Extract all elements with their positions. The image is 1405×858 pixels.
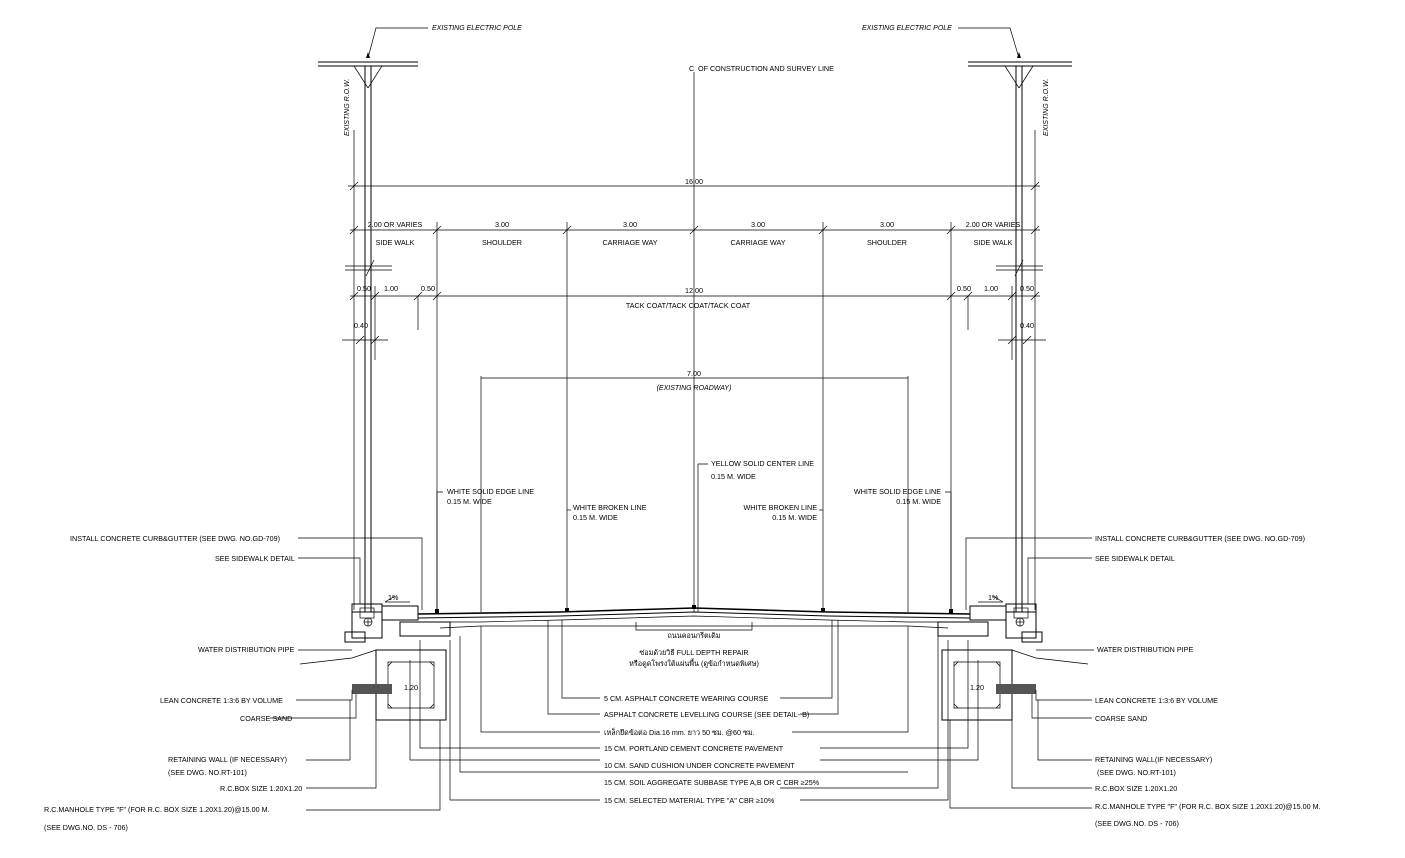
dim-total: 16.00 <box>685 177 703 186</box>
right-coarse-sand-label: COARSE SAND <box>1095 714 1147 723</box>
right-sidewalk-detail-label: SEE SIDEWALK DETAIL <box>1095 554 1175 563</box>
left-box-culvert: 1.20 <box>352 649 447 721</box>
dim-lane-4: 3.00 <box>880 220 894 229</box>
right-rc-box-label: R.C.BOX SIZE 1.20X1.20 <box>1095 784 1177 793</box>
left-lean-concrete-label: LEAN CONCRETE 1:3:6 BY VOLUME <box>160 696 283 705</box>
layer-wearing-course: 5 CM. ASPHALT CONCRETE WEARING COURSE <box>604 694 768 703</box>
sub-right-3: 0.50 <box>1020 284 1034 293</box>
offset-right: 0.40 <box>1020 321 1034 330</box>
box-size-right: 1.20 <box>970 683 984 692</box>
right-box-culvert: 1.20 <box>941 649 1036 721</box>
existing-dim-value: 7.00 <box>687 369 701 378</box>
left-sidewalk-structure: 1% <box>344 593 451 643</box>
right-curb-label: INSTALL CONCRETE CURB&GUTTER (SEE DWG. N… <box>1095 534 1305 543</box>
left-manhole-label: R.C.MANHOLE TYPE "F" (FOR R.C. BOX SIZE … <box>44 805 270 814</box>
marking-broken-right-2: 0.15 M. WIDE <box>772 513 817 522</box>
marking-center-2: 0.15 M. WIDE <box>711 472 756 481</box>
marking-edge-left-1: WHITE SOLID EDGE LINE <box>447 487 534 496</box>
dim-lane-3: 3.00 <box>751 220 765 229</box>
sub-right-2: 1.00 <box>984 284 998 293</box>
dim-paved: 12.00 <box>685 286 703 295</box>
sub-right-1: 0.50 <box>957 284 971 293</box>
layer-selected-material: 15 CM. SELECTED MATERIAL TYPE "A" CBR ≥1… <box>604 796 775 805</box>
layer-sand-cushion: 10 CM. SAND CUSHION UNDER CONCRETE PAVEM… <box>604 761 795 770</box>
repair-note-1: ซ่อมด้วยวิธี FULL DEPTH REPAIR <box>639 648 748 657</box>
lane-name-3: CARRIAGE WAY <box>730 238 785 247</box>
electric-pole-right <box>958 27 1072 612</box>
marking-edge-left-2: 0.15 M. WIDE <box>447 497 492 506</box>
left-sidewalk-detail-label: SEE SIDEWALK DETAIL <box>215 554 295 563</box>
break-mark-right <box>996 259 1043 277</box>
left-manhole-ref: (SEE DWG.NO. DS - 706) <box>44 823 128 832</box>
existing-roadway-label: (EXISTING ROADWAY) <box>657 385 732 392</box>
slope-left: 1% <box>388 593 399 602</box>
lane-name-2: CARRIAGE WAY <box>602 238 657 247</box>
dim-sidewalk-left: 2.00 OR VARIES <box>368 220 423 229</box>
layer-steps <box>409 620 979 801</box>
right-water-pipe-label: WATER DISTRIBUTION PIPE <box>1097 645 1193 654</box>
dim-sidewalk-right: 2.00 OR VARIES <box>966 220 1021 229</box>
layer-dowel-bar: เหล็กยึดข้อต่อ Dia.16 mm. ยาว 50 ซม. @60… <box>604 727 755 737</box>
sidewalk-name-right: SIDE WALK <box>974 238 1013 247</box>
left-retaining-wall-ref: (SEE DWG. NO.RT-101) <box>168 768 247 777</box>
row-left-label: EXISTING R.O.W. <box>344 79 351 136</box>
left-retaining-wall-label: RETAINING WALL (IF NECESSARY) <box>168 755 287 764</box>
right-manhole-label: R.C.MANHOLE TYPE "F" (FOR R.C. BOX SIZE … <box>1095 802 1321 811</box>
layer-concrete-pavement: 15 CM. PORTLAND CEMENT CONCRETE PAVEMENT <box>604 744 784 753</box>
right-manhole-ref: (SEE DWG.NO. DS - 706) <box>1095 819 1179 828</box>
right-retaining-wall-label: RETAINING WALL(IF NECESSARY) <box>1095 755 1212 764</box>
sub-left-3: 0.50 <box>421 284 435 293</box>
layer-levelling-course: ASPHALT CONCRETE LEVELLING COURSE (SEE D… <box>604 710 809 719</box>
marking-broken-left-1: WHITE BROKEN LINE <box>573 503 647 512</box>
lane-name-1: SHOULDER <box>482 238 522 247</box>
right-lean-concrete-label: LEAN CONCRETE 1:3:6 BY VOLUME <box>1095 696 1218 705</box>
marking-edge-right-2: 0.15 M. WIDE <box>896 497 941 506</box>
existing-concrete-note: ถนนคอนกรีตเดิม <box>668 631 721 640</box>
right-sidewalk-structure: 1% <box>937 593 1043 643</box>
box-size-left: 1.20 <box>404 683 418 692</box>
row-right-label: EXISTING R.O.W. <box>1043 79 1050 136</box>
sub-left-1: 0.50 <box>357 284 371 293</box>
break-mark-left <box>345 259 392 277</box>
left-water-pipe-label: WATER DISTRIBUTION PIPE <box>198 645 294 654</box>
marking-broken-left-2: 0.15 M. WIDE <box>573 513 618 522</box>
dim-lane-2: 3.00 <box>623 220 637 229</box>
marking-broken-right-1: WHITE BROKEN LINE <box>744 503 818 512</box>
offset-left: 0.40 <box>354 321 368 330</box>
marking-edge-right-1: WHITE SOLID EDGE LINE <box>854 487 941 496</box>
lane-name-4: SHOULDER <box>867 238 907 247</box>
pole-left-label: EXISTING ELECTRIC POLE <box>432 25 522 32</box>
pole-right-label: EXISTING ELECTRIC POLE <box>862 25 952 32</box>
centerline-label: OF CONSTRUCTION AND SURVEY LINE <box>698 64 834 73</box>
centerline-symbol: C <box>689 64 694 73</box>
repair-note-2: หรือดูดโพรงใต้แผ่นพื้น (ดูข้อกำหนดพิเศษ) <box>629 658 759 668</box>
existing-slab-bracket <box>635 622 753 631</box>
left-coarse-sand-label: COARSE SAND <box>240 714 292 723</box>
left-curb-label: INSTALL CONCRETE CURB&GUTTER (SEE DWG. N… <box>70 534 280 543</box>
left-rc-box-label: R.C.BOX SIZE 1.20X1.20 <box>220 784 302 793</box>
dim-lane-1: 3.00 <box>495 220 509 229</box>
layer-subbase: 15 CM. SOIL AGGREGATE SUBBASE TYPE A,B O… <box>604 778 820 787</box>
electric-pole-left <box>318 27 428 612</box>
sub-left-2: 1.00 <box>384 284 398 293</box>
tack-coat-label: TACK COAT/TACK COAT/TACK COAT <box>626 301 751 310</box>
right-retaining-wall-ref: (SEE DWG. NO.RT-101) <box>1097 768 1176 777</box>
marking-center-1: YELLOW SOLID CENTER LINE <box>711 459 814 468</box>
sidewalk-name-left: SIDE WALK <box>376 238 415 247</box>
slope-right: 1% <box>988 593 999 602</box>
